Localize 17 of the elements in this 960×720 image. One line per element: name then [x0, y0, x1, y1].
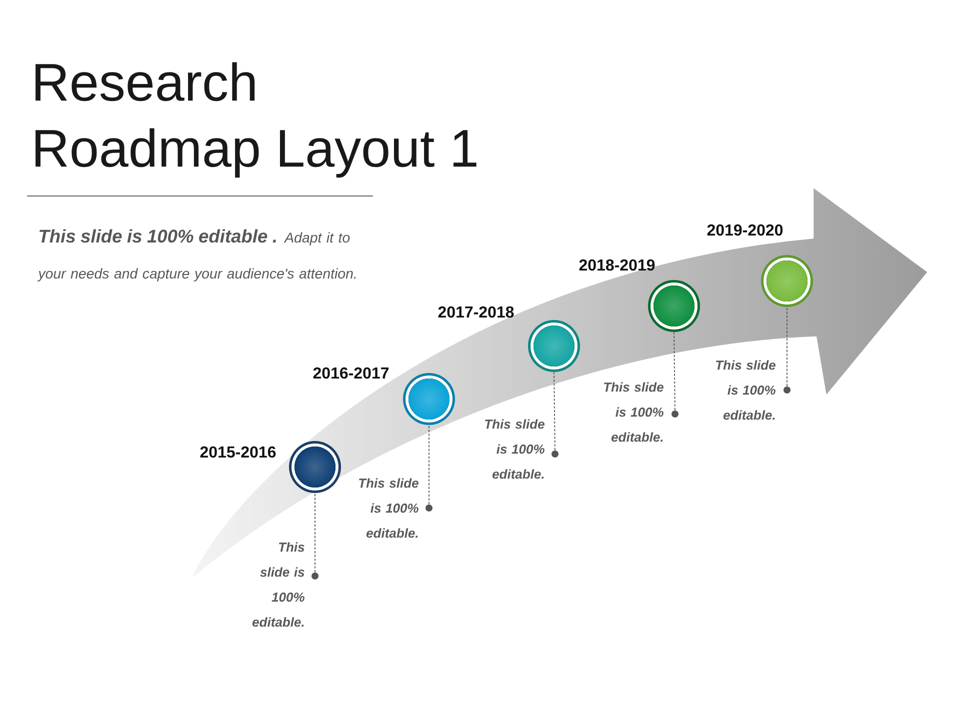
milestone-text: This slide is 100% editable. — [716, 360, 776, 420]
leader-line — [672, 332, 678, 418]
leader-line — [552, 372, 558, 458]
milestone-text: This slide is 100% editable. — [252, 542, 304, 627]
year-label: 2019-2020 — [707, 224, 783, 236]
milestone-text: This slide is 100% editable. — [359, 478, 418, 538]
title: Research Roadmap Layout 1 — [36, 62, 476, 178]
intro-text: This slide is 100% editable . Adapt it to your needs and capture your audience's attention. — [37, 229, 356, 282]
milestone-text: This slide is 100% editable. — [485, 419, 544, 479]
leader-line — [312, 492, 318, 580]
year-label: 2017-2018 — [438, 306, 514, 318]
year-label: 2018-2019 — [579, 259, 655, 271]
leader-line — [426, 424, 432, 512]
year-label: 2016-2017 — [313, 367, 389, 379]
milestone-text: This slide is 100% editable. — [604, 382, 664, 442]
leader-line — [784, 306, 791, 394]
year-label: 2015-2016 — [200, 446, 276, 458]
